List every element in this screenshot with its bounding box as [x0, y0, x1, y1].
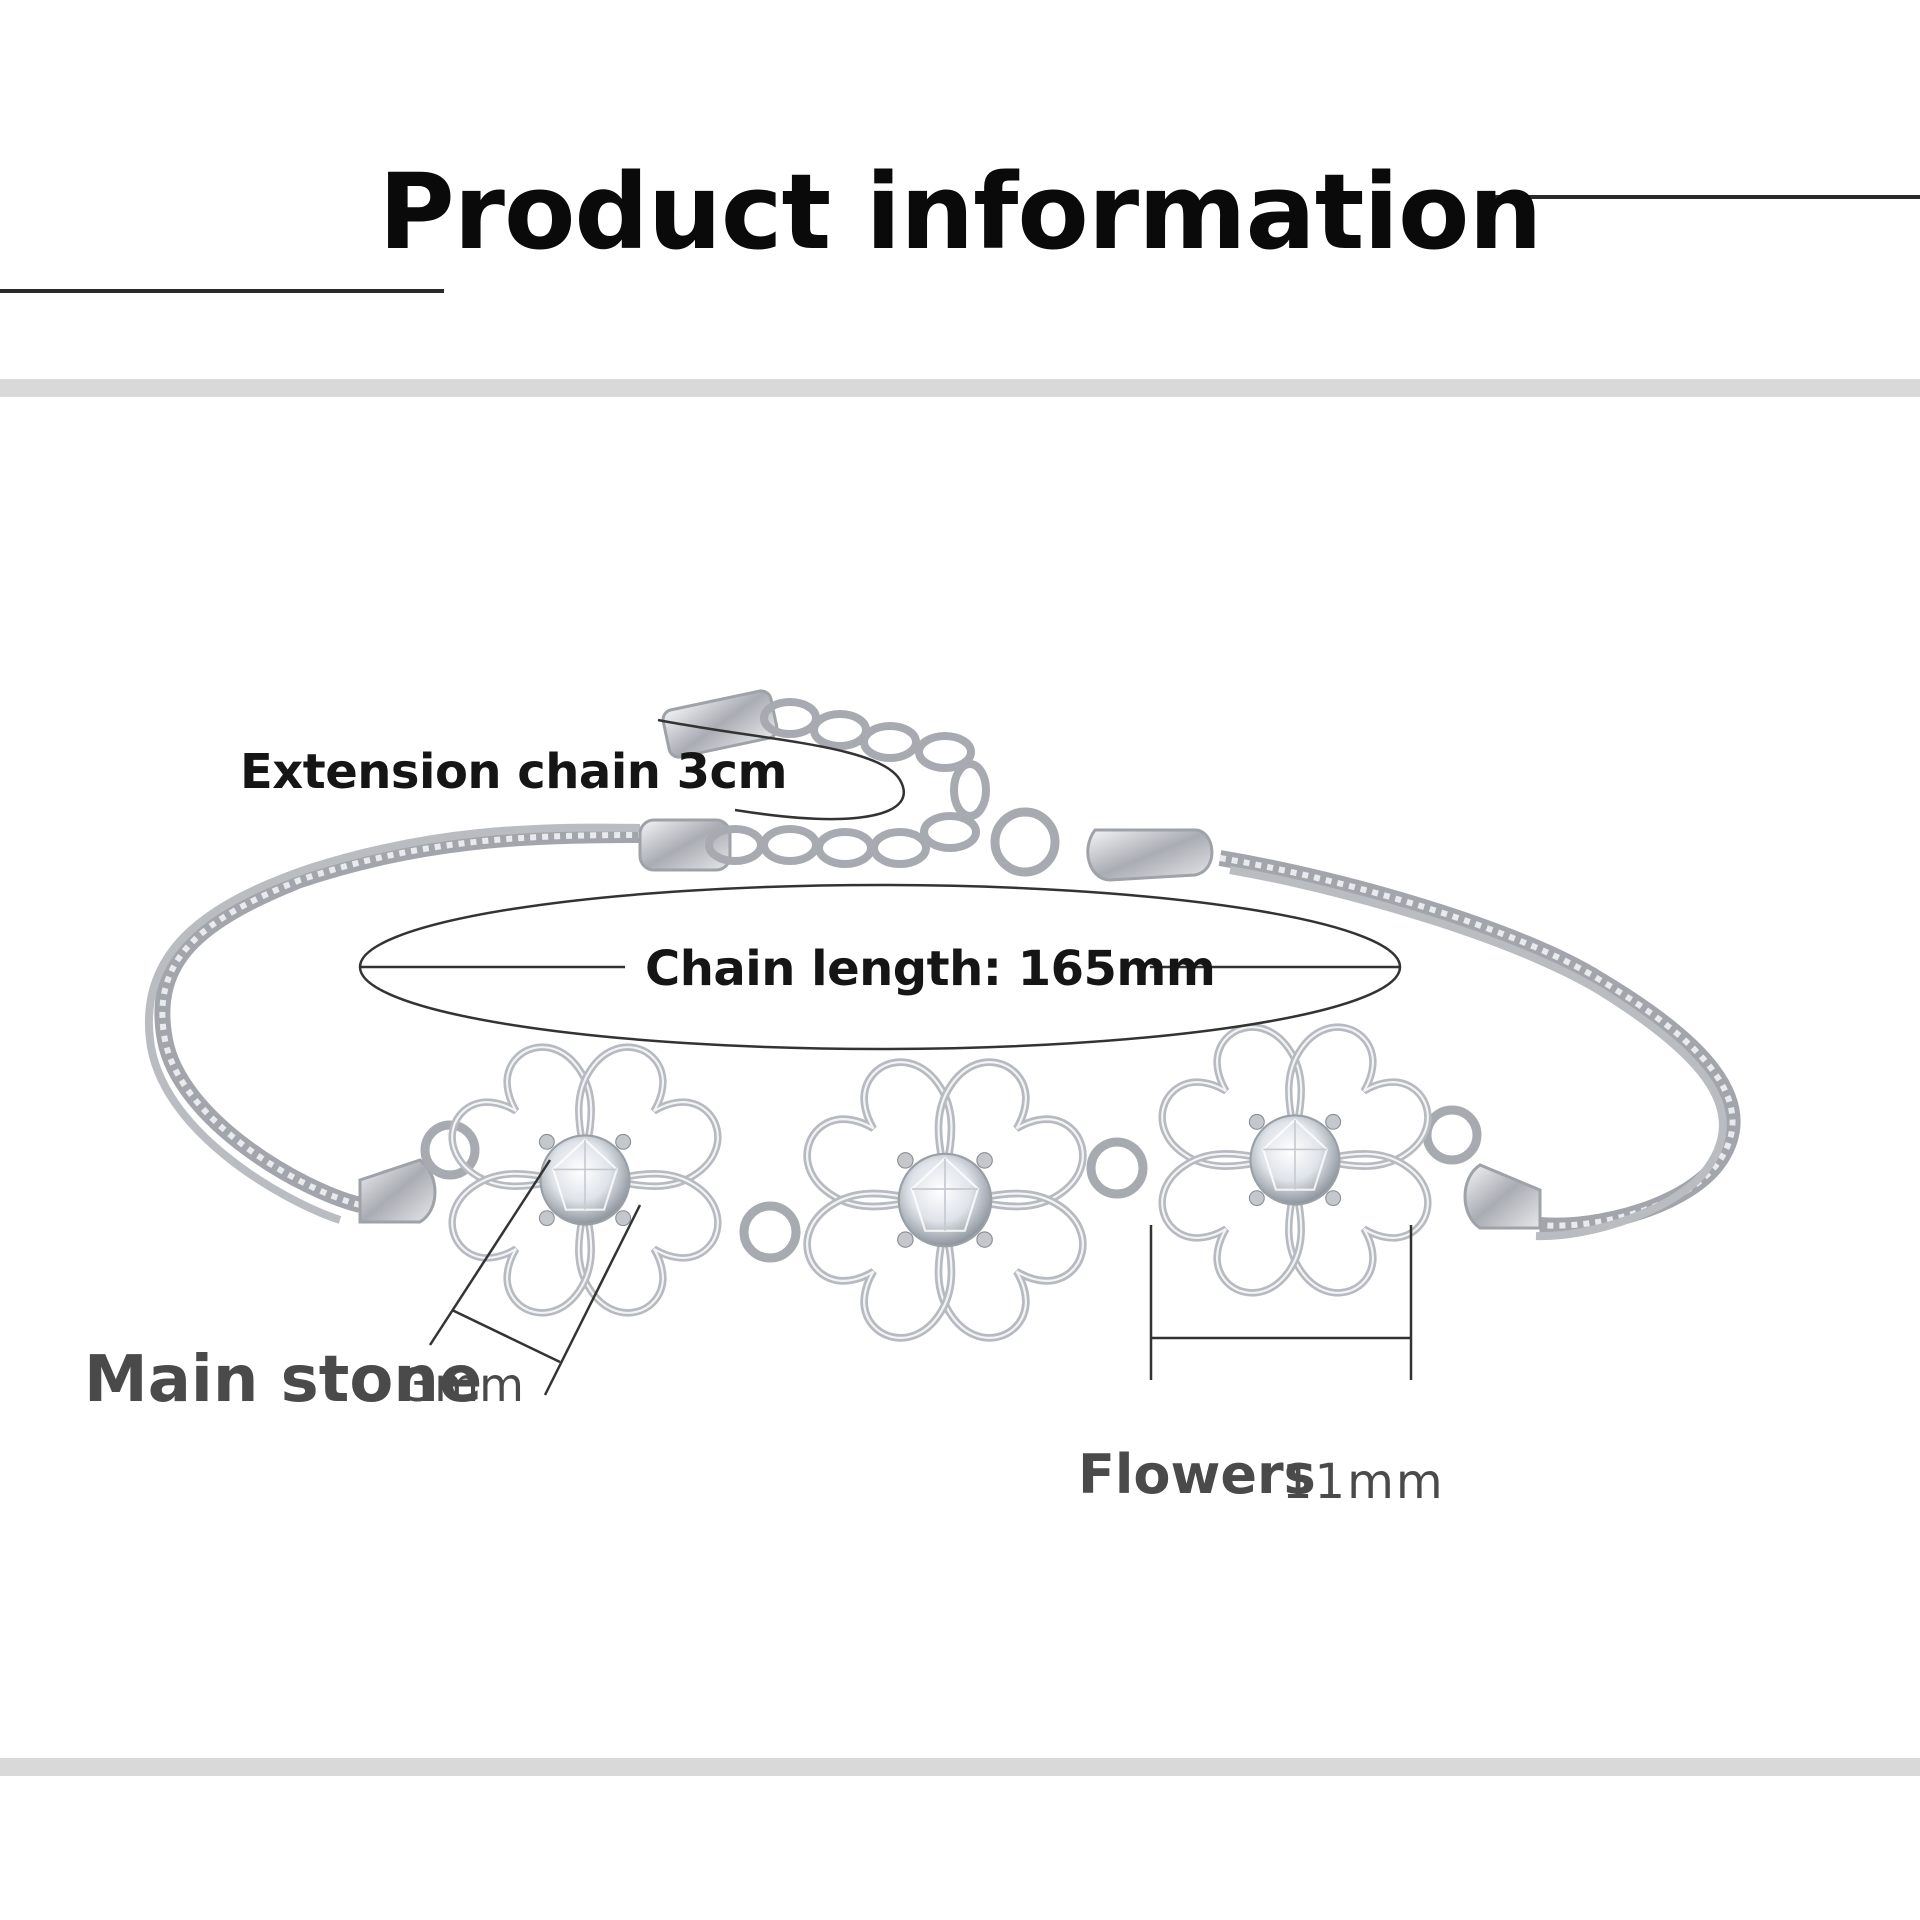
main-stone-size: 3mm	[405, 1358, 524, 1412]
main-stone-label: Main stone	[84, 1343, 483, 1417]
extension-chain-leader	[657, 718, 906, 821]
chain-length-label: Chain length: 165mm	[645, 941, 1216, 997]
page-title: Product information	[378, 151, 1542, 273]
header-rule-right	[1484, 195, 1920, 199]
bottom-divider-band	[0, 1758, 1920, 1776]
flowers-label: Flowers	[1078, 1443, 1316, 1506]
header-rule-left	[0, 289, 444, 293]
flowers-size: 11mm	[1282, 1454, 1445, 1510]
extension-chain-label: Extension chain 3cm	[240, 744, 788, 800]
top-divider-band	[0, 379, 1920, 397]
